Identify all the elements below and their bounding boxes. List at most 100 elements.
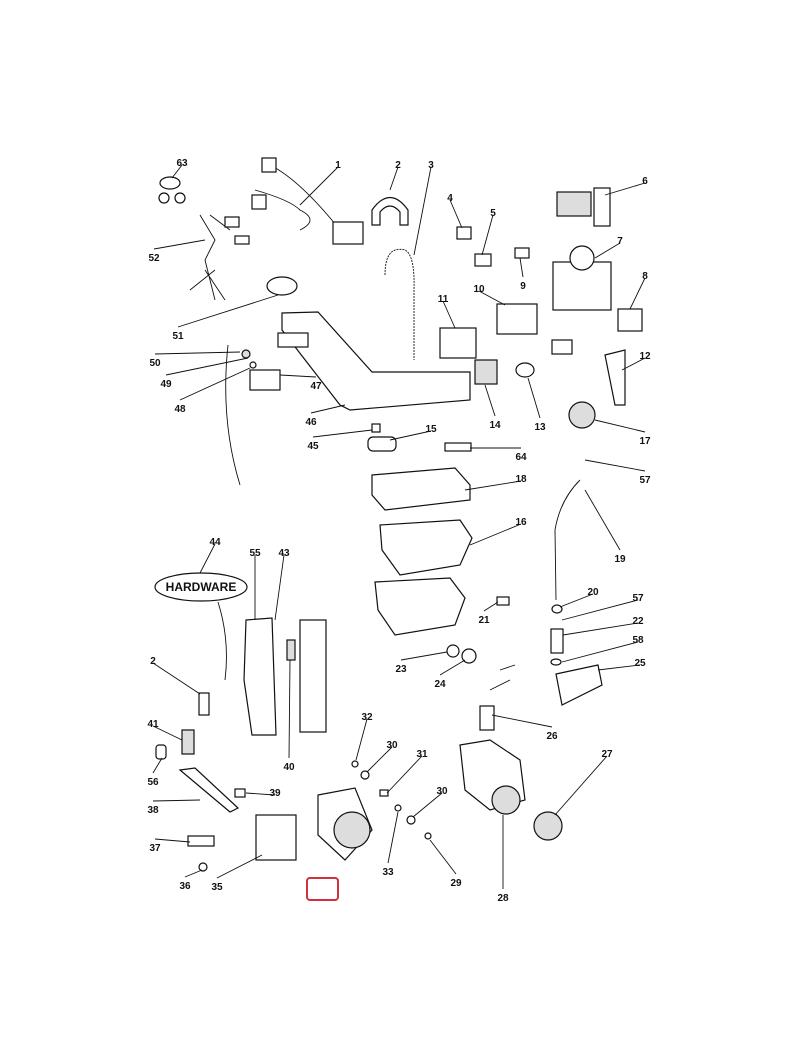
leader-line <box>594 419 646 433</box>
part-drawer-upper <box>379 519 473 576</box>
part-label-10: 10 <box>473 284 485 295</box>
part-label-35: 35 <box>211 882 223 893</box>
part-label-57: 57 <box>639 475 651 486</box>
leader-line <box>597 664 641 671</box>
leader-line <box>154 351 241 355</box>
leader-line <box>245 792 276 796</box>
part-power-cord <box>251 157 364 245</box>
leader-line <box>442 300 456 329</box>
leader-line <box>594 242 621 259</box>
leader-line <box>449 199 463 229</box>
leader-line <box>274 554 285 621</box>
part-label-48: 48 <box>174 404 186 415</box>
leader-line <box>177 294 279 328</box>
part-label-37: 37 <box>149 843 161 854</box>
part-pump-filter <box>533 811 563 841</box>
part-label-12: 12 <box>639 351 651 362</box>
part-timer <box>552 245 612 311</box>
part-label-33: 33 <box>382 867 394 878</box>
part-drawer-lower <box>374 577 466 636</box>
part-label-30: 30 <box>386 740 398 751</box>
part-drain-hose <box>384 248 415 360</box>
part-water-valve <box>249 369 281 391</box>
part-label-22: 22 <box>632 616 644 627</box>
part-label-41: 41 <box>147 719 159 730</box>
leader-line <box>152 757 163 774</box>
leader-line <box>389 430 432 441</box>
part-label-63: 63 <box>176 158 188 169</box>
part-label-58: 58 <box>632 635 644 646</box>
part-label-55: 55 <box>249 548 261 559</box>
part-label-38: 38 <box>147 805 159 816</box>
leader-line <box>604 182 646 196</box>
leader-line <box>481 214 494 256</box>
part-label-20: 20 <box>587 587 599 598</box>
part-label-19: 19 <box>614 554 626 565</box>
leader-line <box>288 659 291 759</box>
part-label-21: 21 <box>478 615 490 626</box>
leader-line <box>152 799 201 802</box>
part-capacitor <box>556 187 611 227</box>
part-bracket <box>243 617 277 736</box>
part-label-46: 46 <box>305 417 317 428</box>
leader-line <box>439 659 466 676</box>
part-label-45: 45 <box>307 441 319 452</box>
leader-line <box>629 277 646 310</box>
part-label-8: 8 <box>642 271 648 282</box>
part-label-4: 4 <box>447 193 453 204</box>
part-label-50: 50 <box>149 358 161 369</box>
leader-line <box>464 480 522 491</box>
leader-line <box>179 367 251 401</box>
leader-line <box>152 662 201 695</box>
part-label-43: 43 <box>278 548 290 559</box>
part-pressure-switch <box>568 401 596 429</box>
leader-line <box>491 714 553 728</box>
leader-line <box>478 290 506 306</box>
part-pressure-hose <box>554 479 581 601</box>
part-dispenser-drawer <box>371 467 471 511</box>
part-label-13: 13 <box>534 422 546 433</box>
part-label-47: 47 <box>310 381 322 392</box>
part-label-29: 29 <box>450 878 462 889</box>
part-label-27: 27 <box>601 749 613 760</box>
part-label-28: 28 <box>497 893 509 904</box>
leader-line <box>584 459 646 472</box>
part-label-40: 40 <box>283 762 295 773</box>
part-label-3: 3 <box>428 160 434 171</box>
leader-line <box>153 239 206 250</box>
leader-line <box>216 854 263 879</box>
leader-line <box>184 869 203 878</box>
part-door-lock <box>555 664 603 706</box>
leader-line <box>154 838 191 843</box>
part-label-2: 2 <box>395 160 401 171</box>
leader-line <box>561 599 639 621</box>
leader-line <box>400 651 448 661</box>
leader-line <box>519 257 524 278</box>
part-label-36: 36 <box>179 881 191 892</box>
leader-line <box>366 746 393 773</box>
part-hose-y-connector <box>158 176 186 204</box>
hardware-bubble <box>154 572 248 602</box>
leader-line <box>527 377 541 419</box>
part-label-30: 30 <box>436 786 448 797</box>
leader-line <box>355 718 368 761</box>
part-label-15: 15 <box>425 424 437 435</box>
leader-line <box>559 593 594 608</box>
part-label-26: 26 <box>546 731 558 742</box>
part-label-39: 39 <box>269 788 281 799</box>
part-inlet-hose <box>225 344 241 486</box>
part-label-32: 32 <box>361 712 373 723</box>
part-label-6: 6 <box>642 176 648 187</box>
leader-line <box>279 374 317 378</box>
part-label-49: 49 <box>160 379 172 390</box>
hardware-label: HARDWARE <box>166 580 237 594</box>
part-8 <box>617 308 643 332</box>
leader-line <box>413 166 432 256</box>
leader-line <box>429 839 457 875</box>
highlight-box <box>306 877 339 901</box>
leader-line <box>584 489 621 551</box>
part-label-16: 16 <box>515 517 527 528</box>
leader-line <box>621 357 646 371</box>
